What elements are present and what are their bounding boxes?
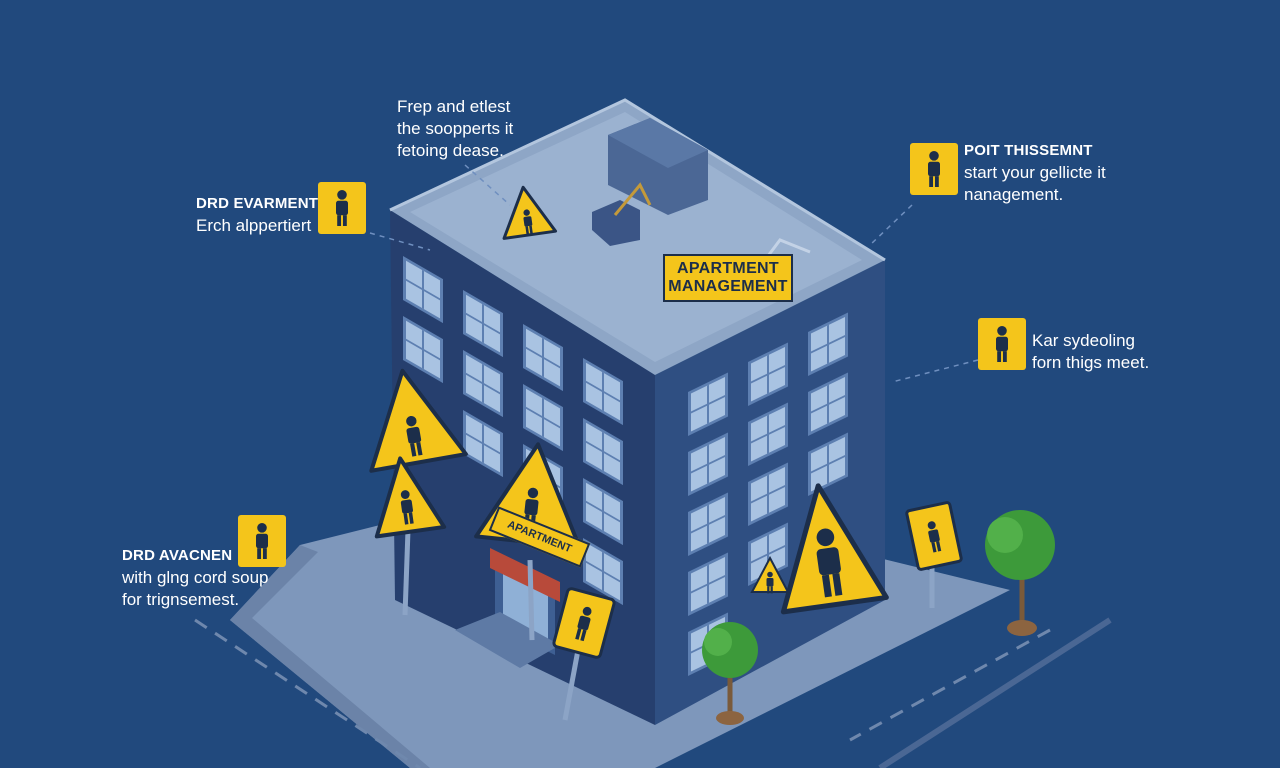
callout-line: fetoing dease. (397, 141, 504, 160)
person-icon-badge (978, 318, 1026, 370)
person-icon-badge (318, 182, 366, 234)
warning-sign-icon (552, 587, 616, 721)
callout-line: nanagement. (964, 185, 1064, 204)
callout-line: the soopperts it (397, 119, 514, 138)
warning-sign-icon (502, 185, 558, 240)
person-icon (336, 190, 348, 226)
person-icon (256, 523, 268, 559)
callout-line: Frep and etlest (397, 97, 511, 116)
warning-sign-icon (750, 555, 790, 594)
callout-leaders (369, 164, 979, 383)
tree-icon (702, 622, 758, 725)
callout-left-upper: DRD EVARMENT Erch alppertiert (196, 193, 318, 237)
person-icon-badge (910, 143, 958, 195)
warning-sign-icon (369, 368, 468, 616)
callout-line: Kar sydeoling (1032, 331, 1136, 350)
callout-line: with glng cord soup (122, 568, 269, 587)
callout-right-upper: POIT THISSEMNT start your gellicte it na… (964, 140, 1106, 206)
road-marking-right (878, 617, 1112, 768)
callout-line: forn thigs meet. (1032, 353, 1150, 372)
road-marking-left (194, 618, 421, 768)
callout-title: POIT THISSEMNT (964, 142, 1093, 159)
callout-left-lower: DRD AVACNEN with glng cord soup for trig… (122, 545, 268, 611)
person-icon (996, 326, 1008, 362)
callout-title: DRD AVACNEN (122, 547, 233, 564)
tree-icon (985, 510, 1055, 636)
person-icon-badge (238, 515, 286, 567)
roof-sign: APARTMENT MANAGEMENT (663, 254, 793, 302)
roof-sign-line2: MANAGEMENT (668, 278, 788, 295)
warning-sign-icon (905, 501, 963, 608)
callout-top-center: Frep and etlest the soopperts it fetoing… (397, 96, 513, 162)
roof-sign-line1: APARTMENT (677, 260, 779, 277)
callout-line: Erch alppertiert (196, 216, 312, 235)
warning-sign-icon (780, 483, 889, 615)
callout-title: DRD EVARMENT (196, 195, 319, 212)
callout-line: for trignsemest. (122, 590, 240, 609)
person-icon (928, 151, 940, 187)
callout-right-middle: Kar sydeoling forn thigs meet. (1032, 330, 1149, 374)
callout-line: start your gellicte it (964, 163, 1106, 182)
